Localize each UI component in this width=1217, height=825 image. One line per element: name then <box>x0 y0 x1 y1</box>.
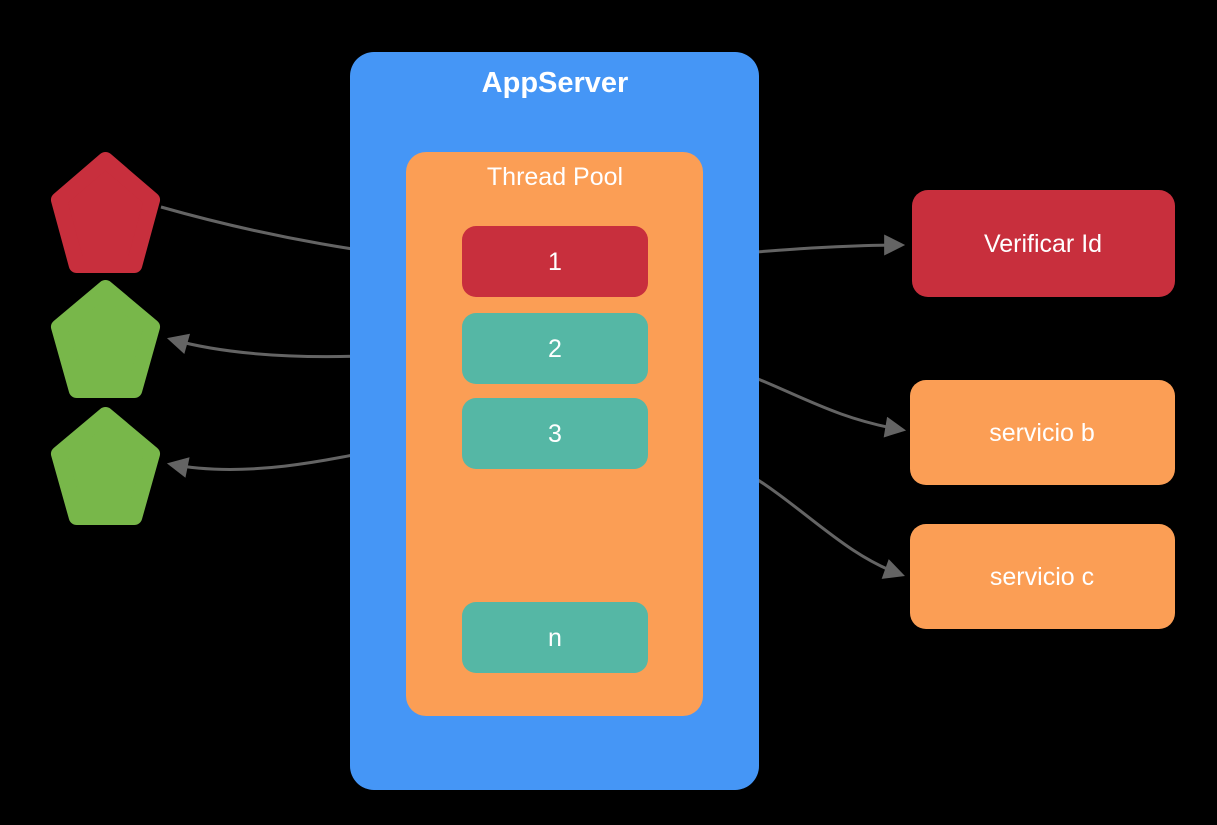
thread-box-1-label: 1 <box>548 248 562 276</box>
thread-box-3-label: 3 <box>548 420 562 448</box>
request-pentagon-green-2 <box>51 407 160 525</box>
service-box-verificar-id-label: Verificar Id <box>984 230 1102 258</box>
service-box-servicio-b <box>910 380 1175 485</box>
thread-box-3 <box>462 398 648 469</box>
request-pentagon-red <box>51 152 160 273</box>
service-box-verificar-id <box>912 190 1175 297</box>
thread-box-2-label: 2 <box>548 335 562 363</box>
request-pentagon-green-1 <box>51 280 160 398</box>
service-box-servicio-c-label: servicio c <box>990 563 1094 591</box>
thread-box-n <box>462 602 648 673</box>
service-box-servicio-b-label: servicio b <box>989 419 1095 447</box>
thread-box-n-label: n <box>548 624 562 652</box>
thread-box-1 <box>462 226 648 297</box>
app-server-title: AppServer <box>482 67 629 99</box>
thread-pool-title: Thread Pool <box>487 163 623 191</box>
thread-box-2 <box>462 313 648 384</box>
service-box-servicio-c <box>910 524 1175 629</box>
